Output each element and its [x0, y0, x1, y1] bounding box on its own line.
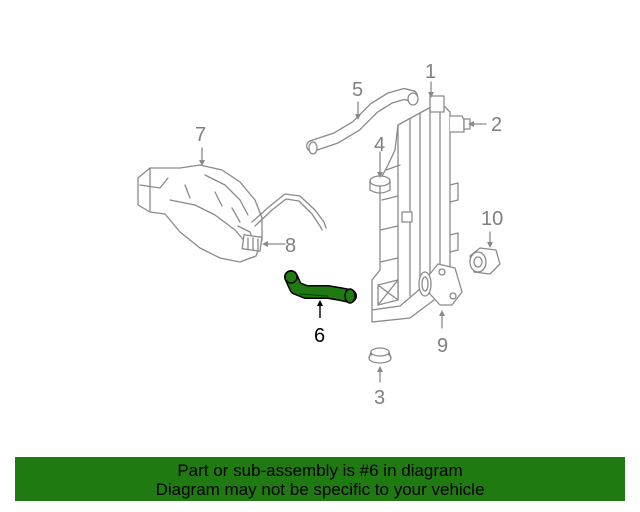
callout-10: 10 [481, 208, 504, 230]
parts-diagram [137, 81, 501, 383]
bushing-part [368, 347, 392, 364]
callout-3: 3 [374, 387, 386, 409]
callout-9: 9 [437, 335, 449, 357]
banner-line-disclaimer: Diagram may not be specific to your vehi… [155, 480, 485, 499]
lower-hose-part-highlighted [284, 270, 357, 304]
callout-6-leader [317, 300, 323, 318]
callout-2: 2 [491, 114, 503, 136]
thermostat-part [469, 247, 501, 275]
upper-hose-part [306, 88, 419, 155]
callout-6: 6 [314, 325, 326, 347]
callout-4: 4 [374, 134, 386, 156]
thermostat-housing-part [418, 263, 463, 306]
info-banner: Part or sub-assembly is #6 in diagram Di… [15, 457, 625, 501]
callout-7: 7 [195, 124, 207, 146]
radiator-part [369, 95, 471, 323]
callout-5: 5 [352, 79, 364, 101]
banner-line-part: Part or sub-assembly is #6 in diagram [177, 461, 463, 480]
leader-arrowheads [199, 92, 493, 372]
callout-1: 1 [425, 61, 437, 83]
coolant-reservoir-part [137, 164, 327, 263]
callout-8: 8 [285, 235, 297, 257]
